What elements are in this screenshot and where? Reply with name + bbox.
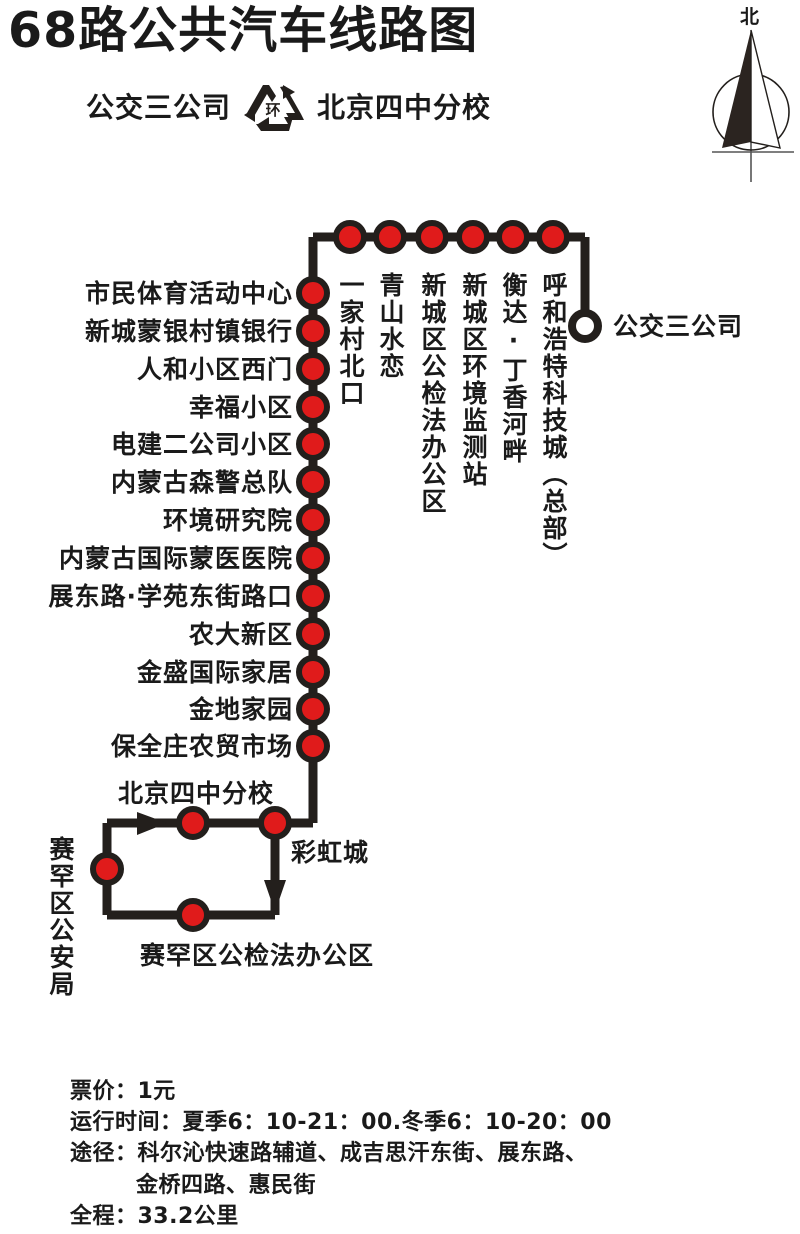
station-label-xingfu-xiaoqu: 幸福小区 — [188, 393, 293, 422]
station-label-jindi-jiayuan: 金地家园 — [188, 695, 293, 724]
station-dot[interactable] — [176, 806, 210, 840]
compass-north-label: 北 — [740, 6, 760, 28]
top-station-dots — [333, 220, 570, 254]
station-label-jinsheng-guoji: 金盛国际家居 — [136, 658, 293, 687]
station-label-nongda-xinqu: 农大新区 — [188, 620, 293, 649]
recycle-loop-icon: 环 — [243, 84, 305, 132]
station-dot[interactable] — [415, 220, 449, 254]
station-label-zhandonglu-xueyuan: 展东路·学苑东街路口 — [48, 582, 293, 611]
loop-station-dots — [90, 806, 292, 932]
station-label-caihongcheng: 彩虹城 — [291, 838, 370, 867]
station-dot[interactable] — [296, 390, 330, 424]
station-label-shimin-tiyu: 市民体育活动中心 — [84, 279, 293, 308]
station-label-saihanqu-gongjianfa: 赛罕区公检法办公区 — [140, 941, 375, 970]
station-dot[interactable] — [296, 276, 330, 310]
station-dot[interactable] — [296, 655, 330, 689]
loop-arrow-right — [137, 812, 167, 835]
station-label-huanjing-yanjiuyuan: 环境研究院 — [162, 506, 293, 535]
footer-fare: 票价：1元 — [70, 1079, 176, 1104]
terminus-right-label: 北京四中分校 — [317, 91, 492, 124]
station-label-yijiacun-beikou: 一家村北口 — [336, 272, 365, 407]
station-dot[interactable] — [333, 220, 367, 254]
trunk-station-dots — [296, 276, 330, 763]
station-dot[interactable] — [456, 220, 490, 254]
station-label-terminus-gongjiao: 公交三公司 — [613, 312, 744, 341]
terminus-left-label: 公交三公司 — [86, 91, 232, 124]
footer-via-line-2: 金桥四路、惠民街 — [136, 1172, 317, 1198]
station-label-baoquanzhuang: 保全庄农贸市场 — [110, 732, 293, 761]
station-dot[interactable] — [296, 314, 330, 348]
station-dot[interactable] — [296, 617, 330, 651]
station-label-neimenggu-senjing: 内蒙古森警总队 — [110, 468, 293, 497]
station-dot[interactable] — [90, 852, 124, 886]
station-dot[interactable] — [296, 503, 330, 537]
station-label-neimenggu-mengyi: 内蒙古国际蒙医医院 — [58, 544, 293, 573]
station-dot[interactable] — [296, 579, 330, 613]
station-label-renhe-xiaoqu: 人和小区西门 — [136, 355, 293, 384]
station-dot[interactable] — [296, 541, 330, 575]
station-dot[interactable] — [296, 729, 330, 763]
recycle-symbol-text: 环 — [266, 101, 281, 119]
station-label-huhehaote-keji: 呼和浩特科技城（总部） — [539, 272, 568, 569]
station-dot[interactable] — [296, 692, 330, 726]
station-dot[interactable] — [296, 465, 330, 499]
station-label-hengda-dingxiang: 衡达·丁香河畔 — [499, 272, 528, 465]
station-dot[interactable] — [176, 898, 210, 932]
station-label-qingshan-shuilian: 青山水恋 — [376, 272, 405, 380]
station-dot[interactable] — [296, 427, 330, 461]
terminus-open-circle — [568, 309, 602, 343]
station-label-xinchengqu-huanjing: 新城区环境监测站 — [459, 272, 488, 488]
station-dot[interactable] — [258, 806, 292, 840]
footer-via-line-1: 途径：科尔沁快速路辅道、成吉思汗东街、展东路、 — [70, 1141, 588, 1167]
station-dot[interactable] — [536, 220, 570, 254]
page-title: 68路公共汽车线路图 — [8, 2, 479, 59]
station-dot[interactable] — [296, 352, 330, 386]
compass-rose: 北 — [704, 2, 798, 182]
station-dot[interactable] — [496, 220, 530, 254]
footer-hours: 运行时间：夏季6：10-21：00.冬季6：10-20：00 — [70, 1110, 612, 1136]
route-info-footer: 票价：1元 运行时间：夏季6：10-21：00.冬季6：10-20：00 途径：… — [70, 1076, 770, 1232]
station-label-beijing-sizhong: 北京四中分校 — [118, 779, 275, 808]
footer-distance: 全程：33.2公里 — [70, 1203, 239, 1229]
station-label-dianjian-er: 电建二公司小区 — [110, 430, 293, 459]
terminus-subtitle: 公交三公司 环 北京四中分校 — [86, 82, 492, 132]
station-dot[interactable] — [373, 220, 407, 254]
station-label-xinchengqu-gongjianfa: 新城区公检法办公区 — [418, 272, 447, 515]
station-label-saihanqu-gonganju: 赛罕区公安局 — [46, 836, 75, 998]
station-label-xincheng-mengyin: 新城蒙银村镇银行 — [84, 317, 293, 346]
loop-arrow-down — [264, 880, 286, 912]
route-diagram — [90, 220, 602, 932]
